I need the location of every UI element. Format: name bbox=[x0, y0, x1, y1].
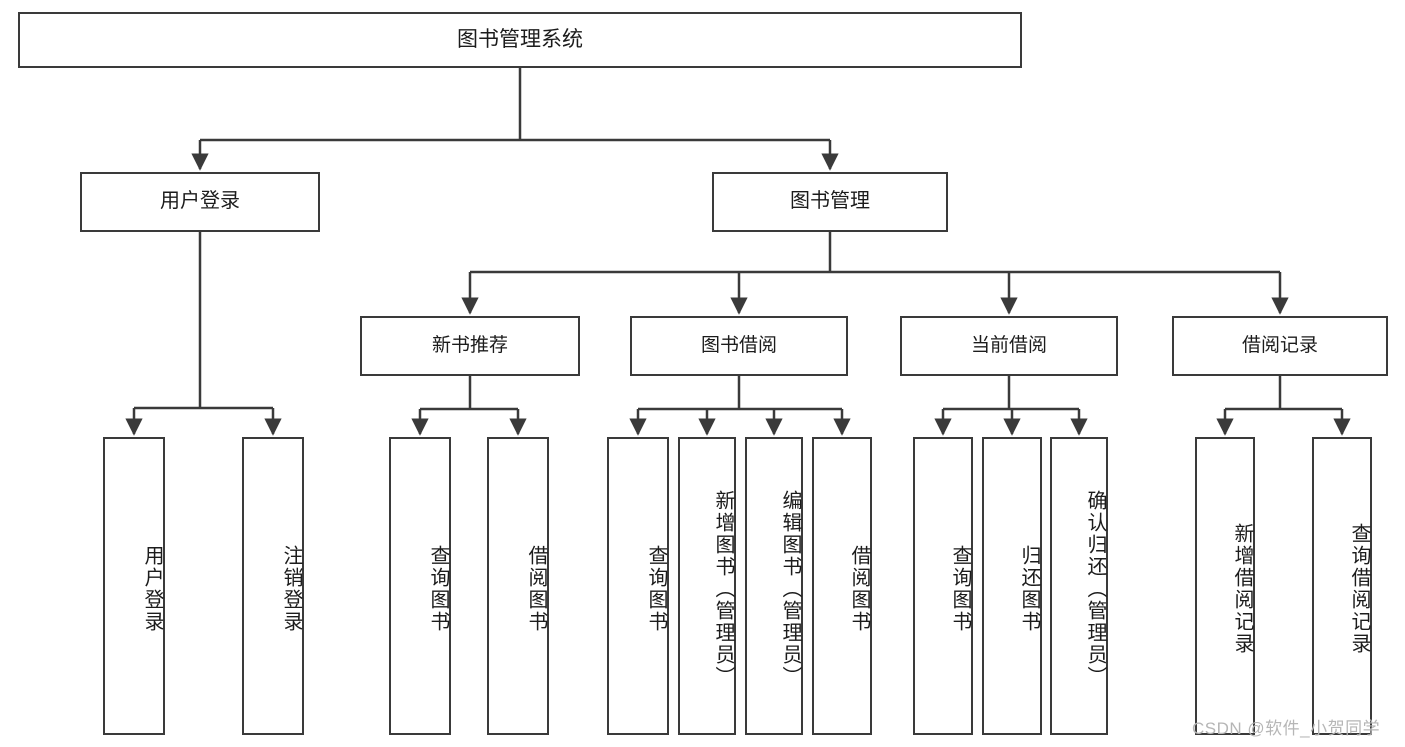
node-user-login[interactable]: 用户登录 bbox=[80, 172, 320, 232]
node-label: 查询图书 bbox=[949, 545, 971, 633]
csdn-watermark: CSDN @软件_小贺同学 bbox=[1192, 719, 1381, 738]
node-leaf-query-book-cb[interactable]: 查询图书 bbox=[913, 437, 973, 735]
node-label: 图书管理 bbox=[790, 190, 870, 213]
node-label: 查询图书 bbox=[427, 545, 449, 633]
node-leaf-borrow-book-bb[interactable]: 借阅图书 bbox=[812, 437, 872, 735]
node-label: 用户登录 bbox=[141, 545, 163, 633]
node-label: 新增借阅记录 bbox=[1231, 523, 1253, 655]
node-label: 新增图书（管理员） bbox=[712, 490, 734, 688]
node-current-borrow[interactable]: 当前借阅 bbox=[900, 316, 1118, 376]
node-label: 借阅图书 bbox=[525, 545, 547, 633]
node-label: 用户登录 bbox=[160, 190, 240, 213]
node-label: 确认归还（管理员） bbox=[1084, 490, 1106, 688]
node-leaf-return-book[interactable]: 归还图书 bbox=[982, 437, 1042, 735]
node-book-manage[interactable]: 图书管理 bbox=[712, 172, 948, 232]
node-label: 图书管理系统 bbox=[457, 27, 583, 51]
node-label: 注销登录 bbox=[280, 545, 302, 633]
node-label: 借阅记录 bbox=[1241, 334, 1318, 356]
node-leaf-add-book[interactable]: 新增图书（管理员） bbox=[678, 437, 736, 735]
node-book-borrow[interactable]: 图书借阅 bbox=[630, 316, 848, 376]
node-label: 借阅图书 bbox=[848, 545, 870, 633]
node-label: 新书推荐 bbox=[431, 334, 508, 356]
node-root[interactable]: 图书管理系统 bbox=[18, 12, 1022, 68]
node-leaf-user-login[interactable]: 用户登录 bbox=[103, 437, 165, 735]
node-borrow-record[interactable]: 借阅记录 bbox=[1172, 316, 1388, 376]
node-leaf-query-book-rec[interactable]: 查询图书 bbox=[389, 437, 451, 735]
node-label: 查询借阅记录 bbox=[1348, 523, 1370, 655]
node-label: 图书借阅 bbox=[700, 334, 777, 356]
node-leaf-add-record[interactable]: 新增借阅记录 bbox=[1195, 437, 1255, 735]
node-leaf-logout[interactable]: 注销登录 bbox=[242, 437, 304, 735]
node-label: 归还图书 bbox=[1018, 545, 1040, 633]
node-leaf-query-record[interactable]: 查询借阅记录 bbox=[1312, 437, 1372, 735]
node-new-book-rec[interactable]: 新书推荐 bbox=[360, 316, 580, 376]
node-label: 当前借阅 bbox=[970, 334, 1047, 356]
node-leaf-query-book-bb[interactable]: 查询图书 bbox=[607, 437, 669, 735]
node-leaf-confirm-return[interactable]: 确认归还（管理员） bbox=[1050, 437, 1108, 735]
node-label: 查询图书 bbox=[645, 545, 667, 633]
node-leaf-borrow-book-rec[interactable]: 借阅图书 bbox=[487, 437, 549, 735]
node-label: 编辑图书（管理员） bbox=[779, 490, 801, 688]
node-leaf-edit-book[interactable]: 编辑图书（管理员） bbox=[745, 437, 803, 735]
